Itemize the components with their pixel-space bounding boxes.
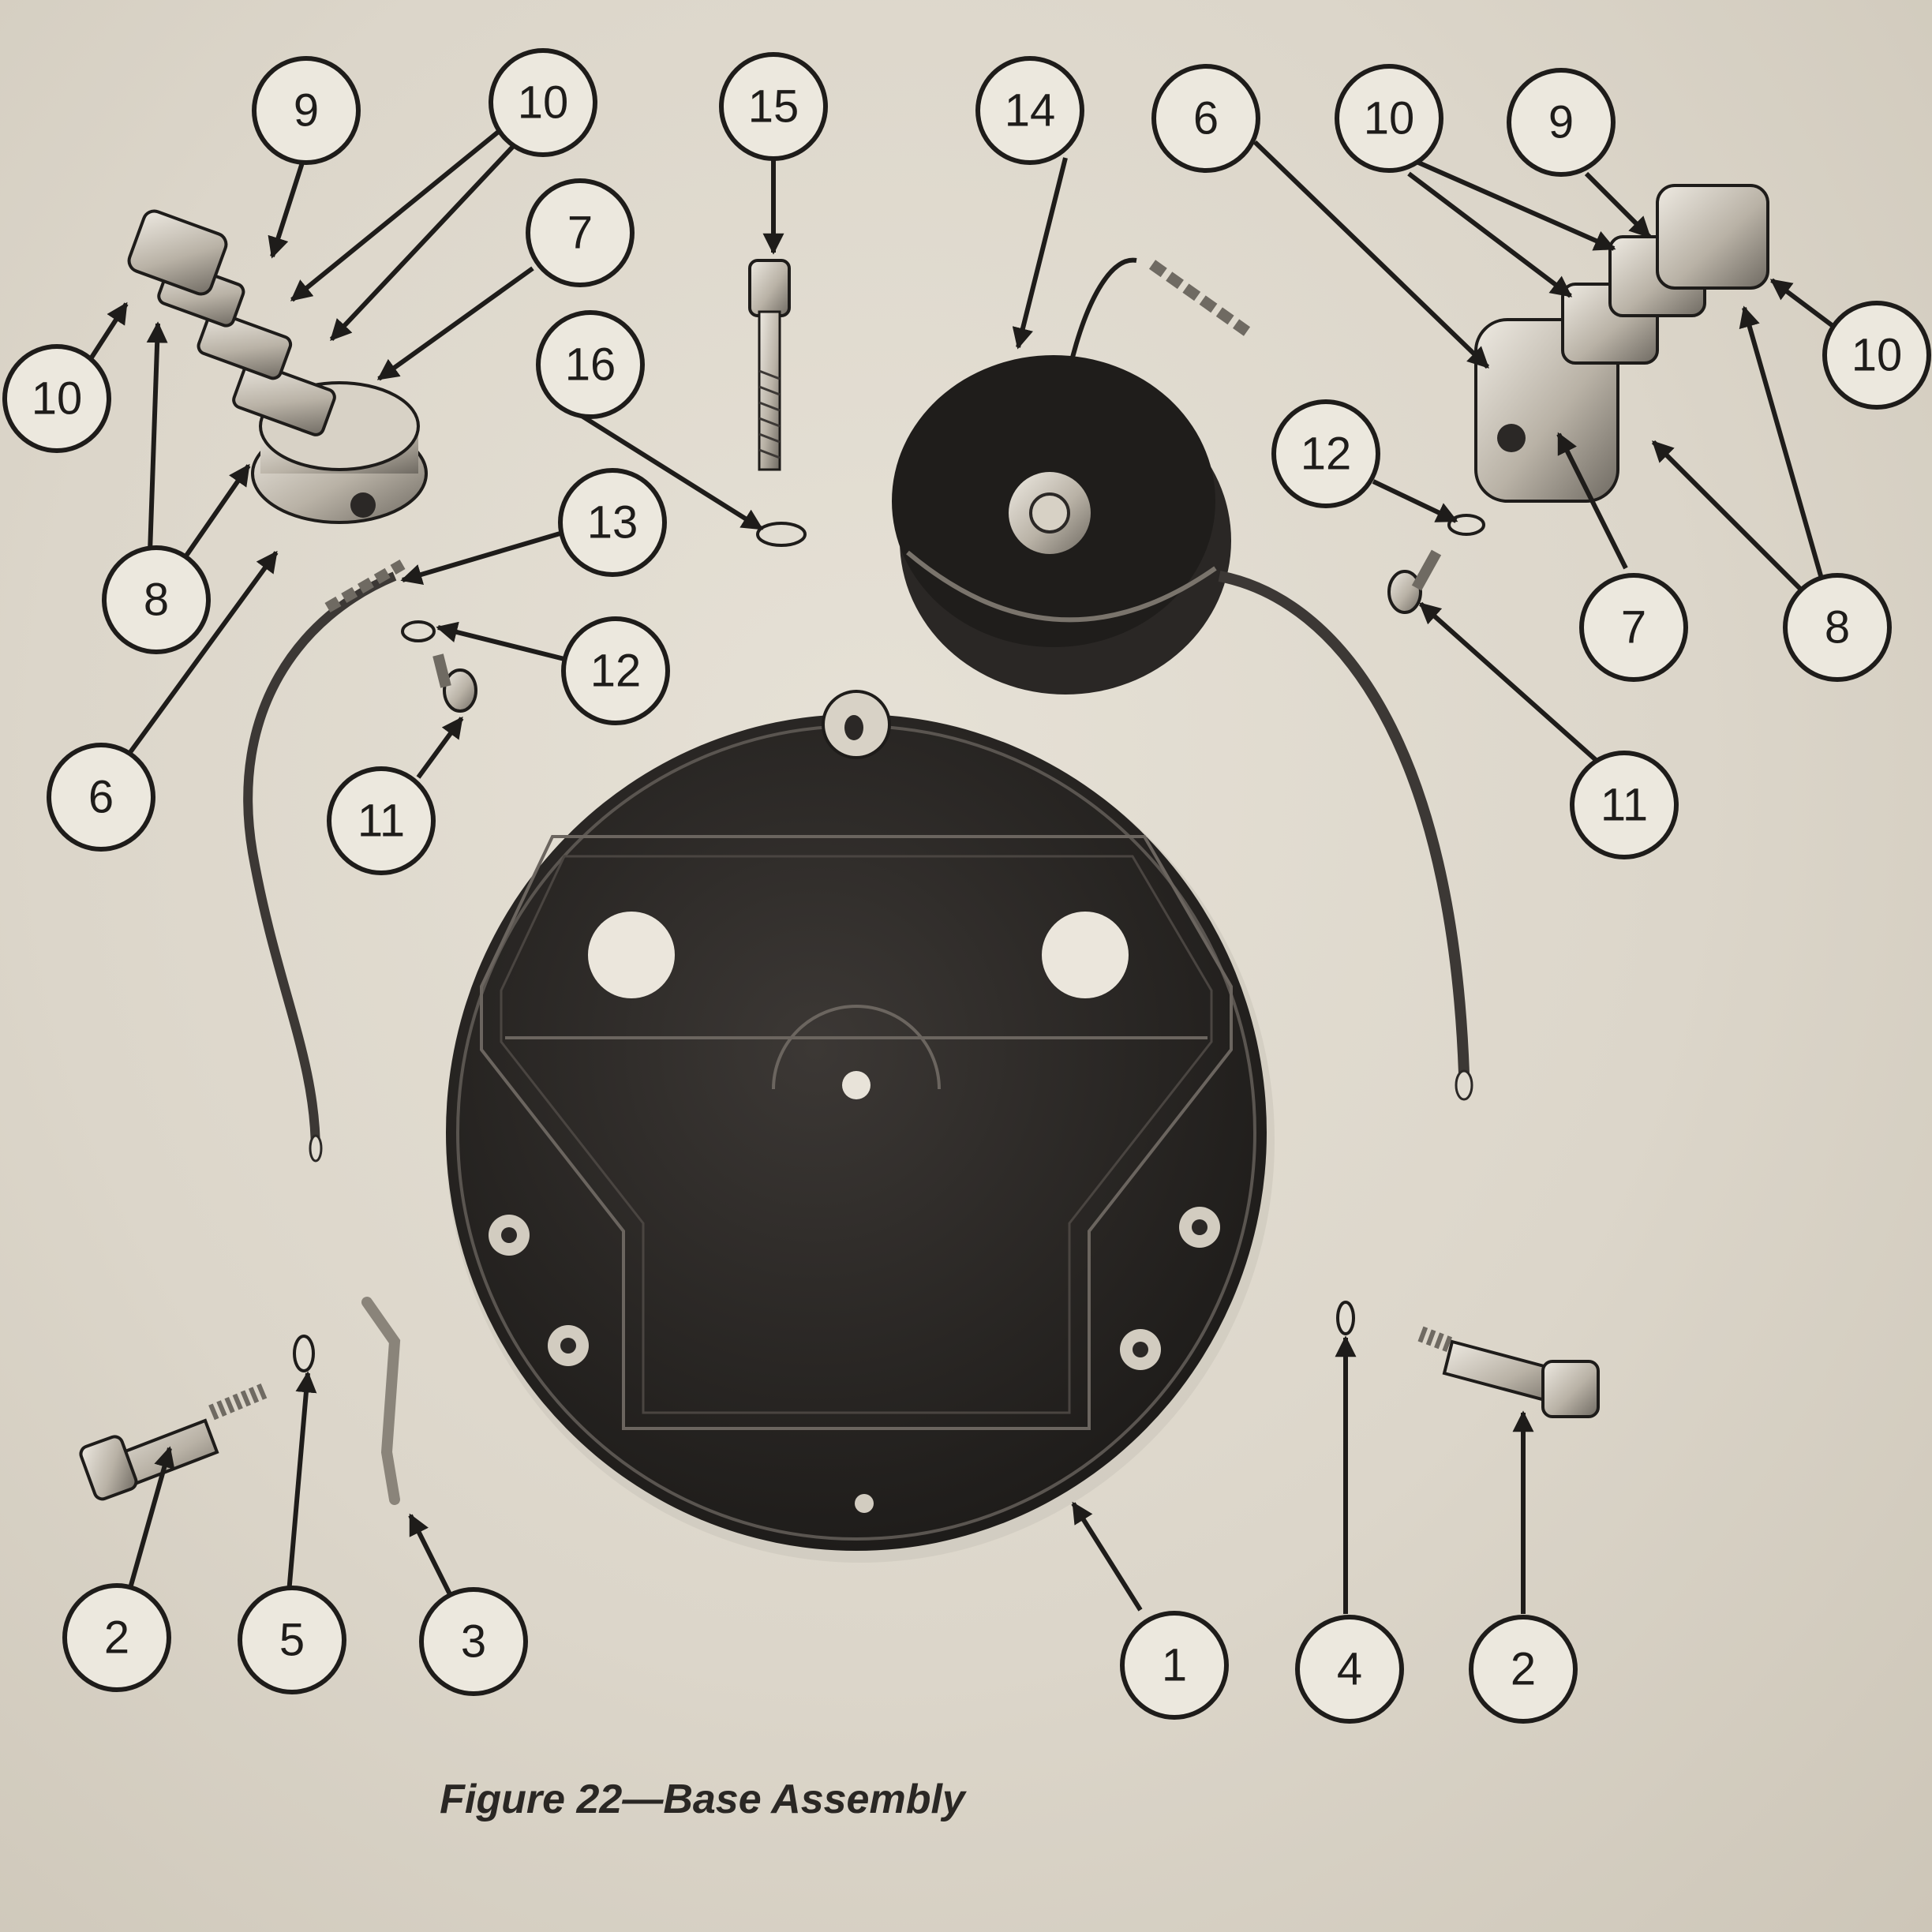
svg-text:12: 12 <box>1301 429 1352 480</box>
callout-8-right: 8 <box>1783 573 1892 682</box>
callout-10-right: 10 <box>1822 301 1931 410</box>
callout-12-right: 12 <box>1271 399 1380 508</box>
left-lead-wire <box>243 559 406 1163</box>
stud-2-right <box>1417 1326 1600 1418</box>
svg-text:8: 8 <box>144 575 169 626</box>
svg-text:11: 11 <box>1601 780 1648 831</box>
svg-text:6: 6 <box>88 772 114 823</box>
svg-text:15: 15 <box>748 81 799 133</box>
washer-5 <box>293 1335 315 1372</box>
callout-9-right: 9 <box>1507 68 1616 177</box>
callout-15: 15 <box>719 52 828 161</box>
washer-16 <box>756 522 807 547</box>
svg-text:2: 2 <box>104 1612 129 1664</box>
washer-12-left <box>401 620 436 642</box>
svg-text:8: 8 <box>1825 602 1850 653</box>
callout-10-left: 10 <box>2 344 111 453</box>
svg-text:10: 10 <box>1852 330 1903 381</box>
callout-5: 5 <box>238 1586 346 1694</box>
svg-text:12: 12 <box>590 646 642 697</box>
screw-15 <box>748 259 791 471</box>
callout-11-left: 11 <box>327 766 436 875</box>
callout-10-top-right: 10 <box>1335 64 1443 173</box>
callout-13: 13 <box>558 468 667 577</box>
svg-text:7: 7 <box>1621 602 1646 653</box>
left-terminal-stack <box>127 209 428 524</box>
callout-9-left: 9 <box>252 56 361 165</box>
svg-text:3: 3 <box>461 1616 486 1668</box>
callout-11-right: 11 <box>1570 751 1679 859</box>
screw-11-right <box>1387 549 1442 614</box>
svg-text:2: 2 <box>1511 1644 1536 1695</box>
svg-text:5: 5 <box>279 1615 305 1666</box>
callout-7-right: 7 <box>1579 573 1688 682</box>
svg-text:10: 10 <box>32 373 83 425</box>
figure-caption: Figure 22—Base Assembly <box>440 1777 965 1822</box>
callout-8-left-a: 8 <box>102 545 211 654</box>
svg-text:9: 9 <box>294 85 319 137</box>
callout-16: 16 <box>536 310 645 419</box>
callout-7-left: 7 <box>526 178 635 287</box>
callout-2-left: 2 <box>62 1583 171 1692</box>
svg-text:10: 10 <box>518 77 569 129</box>
callout-2-right: 2 <box>1469 1615 1578 1724</box>
callout-6-right: 6 <box>1151 64 1260 173</box>
contact-disc <box>892 257 1473 1101</box>
svg-text:1: 1 <box>1162 1640 1187 1691</box>
base-plate <box>446 690 1275 1563</box>
callout-14: 14 <box>975 56 1084 165</box>
callout-4: 4 <box>1295 1615 1404 1724</box>
bracket-3 <box>361 1297 401 1505</box>
callout-12-left: 12 <box>561 616 670 725</box>
svg-text:13: 13 <box>587 497 638 549</box>
svg-text:4: 4 <box>1337 1644 1362 1695</box>
callout-6-left: 6 <box>47 743 155 852</box>
washer-4 <box>1336 1301 1355 1335</box>
svg-text:11: 11 <box>358 796 405 847</box>
stud-2-left <box>79 1383 268 1501</box>
callout-1: 1 <box>1120 1611 1229 1720</box>
svg-text:10: 10 <box>1364 93 1415 144</box>
screw-11-left <box>432 653 477 713</box>
leader-lines <box>80 124 1837 1614</box>
svg-text:9: 9 <box>1548 97 1574 148</box>
svg-text:16: 16 <box>565 339 616 391</box>
svg-text:6: 6 <box>1193 93 1219 144</box>
svg-text:7: 7 <box>567 208 593 259</box>
callout-3: 3 <box>419 1587 528 1696</box>
svg-text:14: 14 <box>1005 85 1056 137</box>
callout-10-top-left: 10 <box>489 48 597 157</box>
right-terminal-stack <box>1474 184 1769 503</box>
